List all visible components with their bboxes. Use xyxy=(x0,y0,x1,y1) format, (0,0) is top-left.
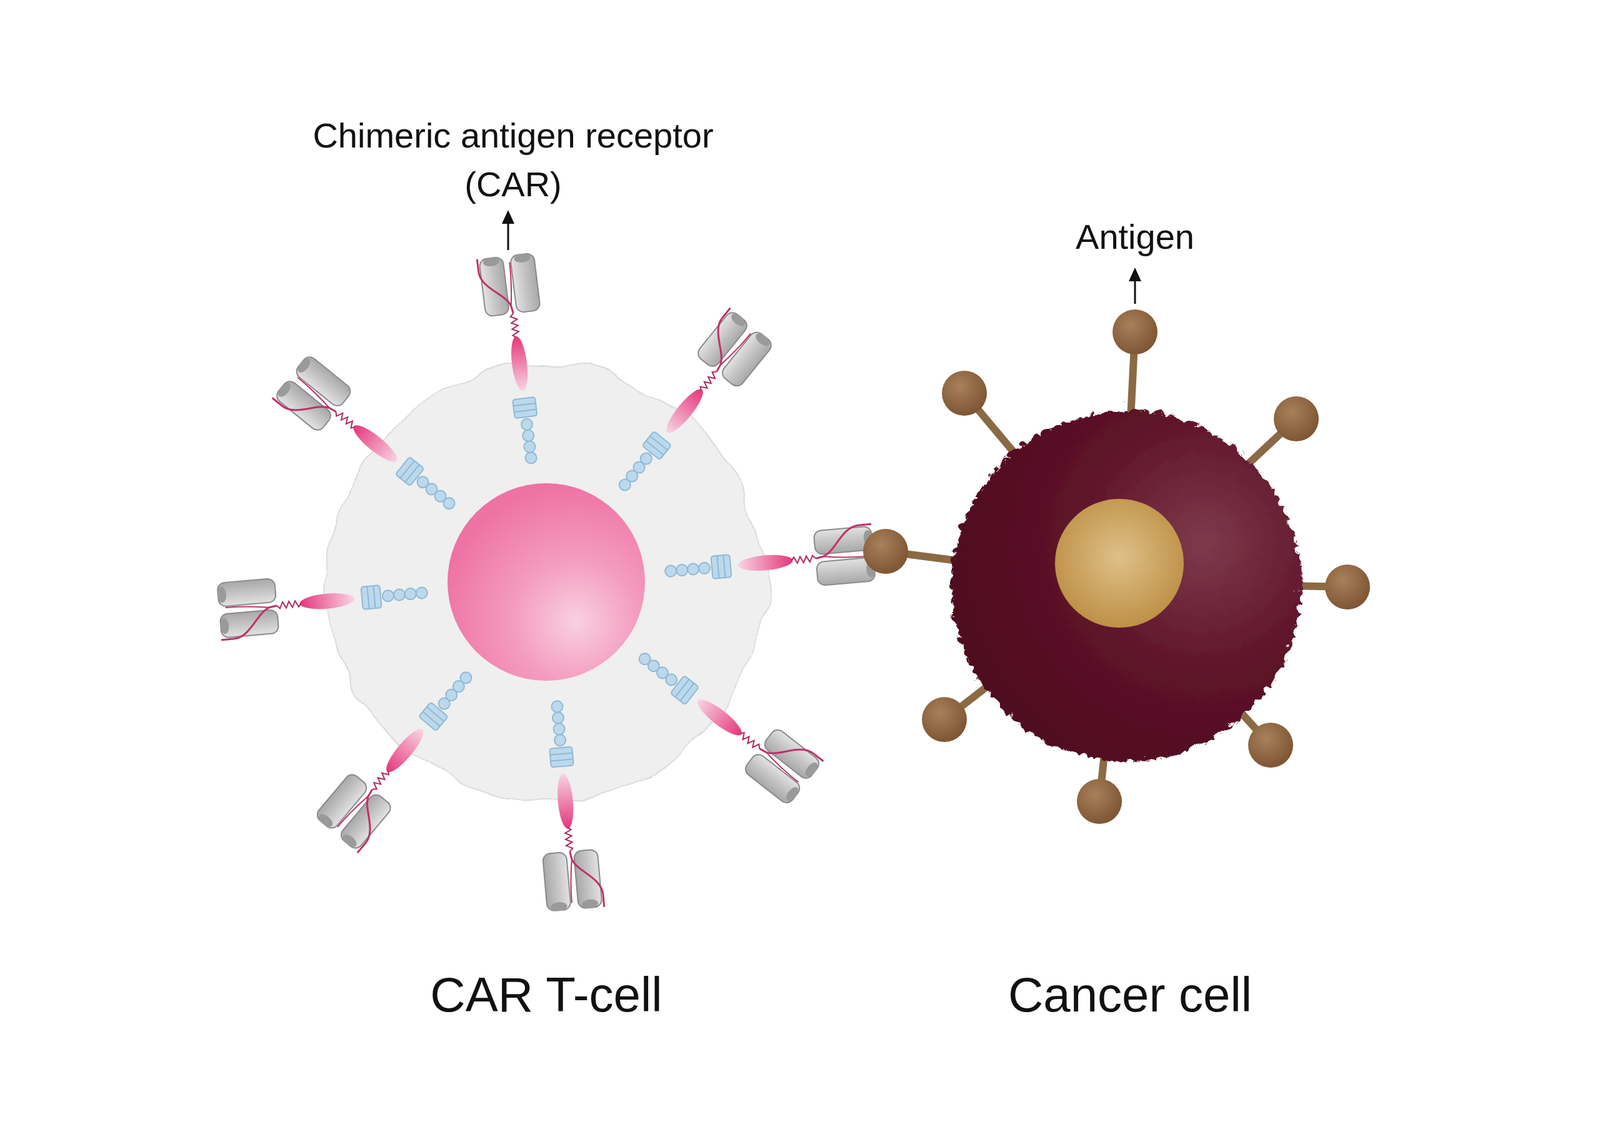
cancer-cell-nucleus xyxy=(1055,498,1184,628)
car-receptor xyxy=(529,698,605,912)
car-receptor xyxy=(662,523,877,599)
cell-title: CAR T-cell xyxy=(296,965,797,1025)
cell-node: Cancer cell xyxy=(880,350,1380,1032)
car-receptor xyxy=(623,632,824,807)
car-receptor xyxy=(598,308,775,507)
t-cell-body xyxy=(327,363,765,801)
cell-title: Cancer cell xyxy=(880,965,1380,1025)
car-receptor xyxy=(216,565,430,640)
car-receptor xyxy=(272,353,472,530)
pointer-line xyxy=(507,220,510,250)
car-receptor xyxy=(476,252,559,468)
pointer-line xyxy=(1134,277,1137,304)
car-receptor xyxy=(313,655,492,853)
annotation-label: Chimeric antigen receptor (CAR) xyxy=(269,111,757,210)
antigen-stalks xyxy=(885,331,1348,802)
pointer-head xyxy=(1128,267,1142,282)
annotation-label: Antigen xyxy=(947,212,1323,262)
cell-node: CAR T-cell xyxy=(296,350,797,1032)
t-cell-nucleus xyxy=(447,483,645,681)
cancer-cell-body xyxy=(947,406,1298,757)
pointer-head xyxy=(501,210,515,224)
antigen-heads xyxy=(863,309,1370,824)
